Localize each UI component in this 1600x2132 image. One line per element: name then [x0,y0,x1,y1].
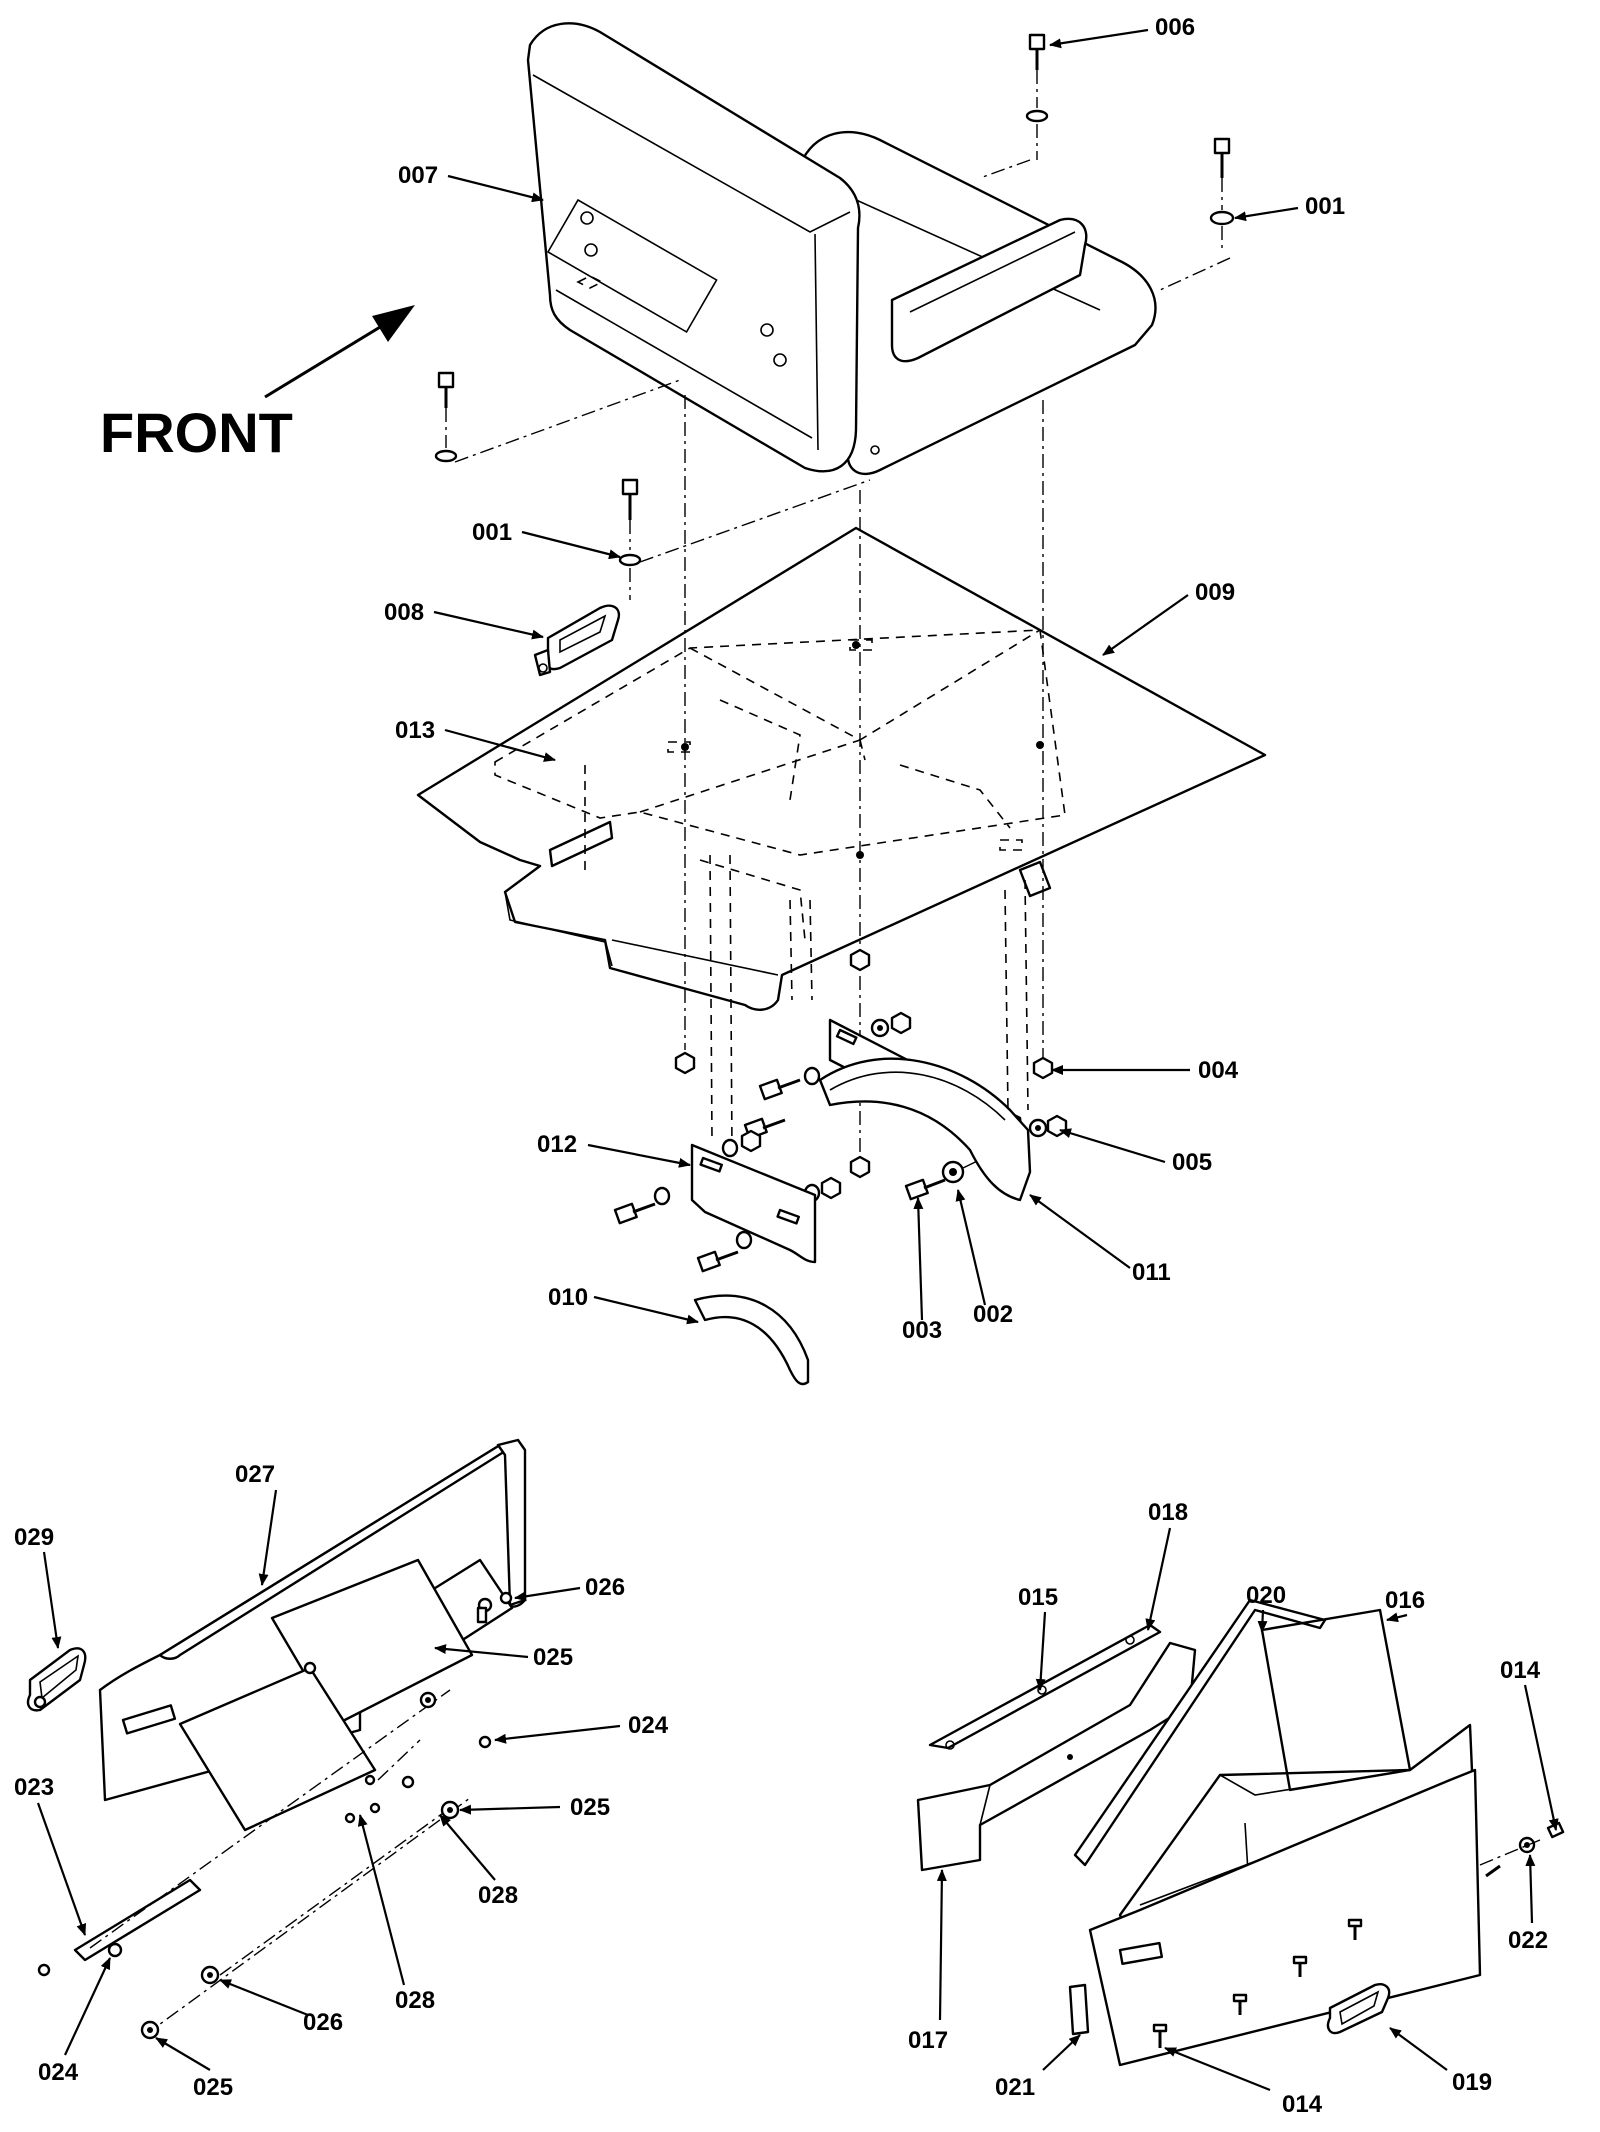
rear-fender [818,1018,1032,1202]
callout-011: 011 [1132,1259,1171,1286]
callout-015: 015 [1018,1584,1058,1611]
panel-screws [1152,1821,1565,2048]
seat-latch [533,604,621,677]
callout-024-right: 024 [628,1712,669,1739]
callout-leaders [36,28,1559,2092]
callout-027: 027 [235,1461,275,1488]
fender-box-assembly [916,1598,1565,2067]
side-panel-assembly [26,1438,527,2040]
seat-assembly: FRONT [100,22,1267,1386]
seat-bolts [434,33,1235,600]
callout-008: 008 [384,599,424,626]
assembly-centerlines [584,395,1044,1160]
callout-005: 005 [1172,1149,1212,1176]
callout-001-right: 001 [1305,193,1345,220]
callout-014-lower: 014 [1282,2091,1323,2118]
callout-017: 017 [908,2027,948,2054]
callout-020: 020 [1246,1582,1286,1609]
callout-028-right: 028 [478,1882,518,1909]
callout-012: 012 [537,1131,577,1158]
callout-024-left: 024 [38,2059,79,2086]
callout-010: 010 [548,1284,588,1311]
callout-016: 016 [1385,1587,1425,1614]
seat [526,22,1157,476]
callout-023: 023 [14,1774,54,1801]
callout-026-upper: 026 [585,1574,625,1601]
bracket-plate-left [690,1143,817,1264]
front-fender-strip [693,1294,810,1386]
callout-029: 029 [14,1524,54,1551]
callout-025-lower: 025 [193,2074,233,2101]
callout-002: 002 [973,1301,1013,1328]
callout-019: 019 [1452,2069,1492,2096]
callout-013: 013 [395,717,435,744]
callout-007: 007 [398,162,438,189]
front-direction-arrow: FRONT [100,305,415,464]
seat-platform [416,526,1267,1011]
callout-021: 021 [995,2074,1035,2101]
callout-026-lower: 026 [303,2009,343,2036]
callout-025-middle: 025 [570,1794,610,1821]
callout-001-left: 001 [472,519,512,546]
callout-028-left: 028 [395,1987,435,2014]
callout-025-upper: 025 [533,1644,573,1671]
callout-018: 018 [1148,1499,1188,1526]
callout-009: 009 [1195,579,1235,606]
callout-003: 003 [902,1317,942,1344]
callout-022: 022 [1508,1927,1548,1954]
callout-014-right: 014 [1500,1657,1541,1684]
callout-006: 006 [1155,14,1195,41]
callout-labels: 006 001 007 001 008 009 013 004 005 012 … [14,14,1548,2118]
front-label: FRONT [100,401,293,464]
callout-004: 004 [1198,1057,1239,1084]
